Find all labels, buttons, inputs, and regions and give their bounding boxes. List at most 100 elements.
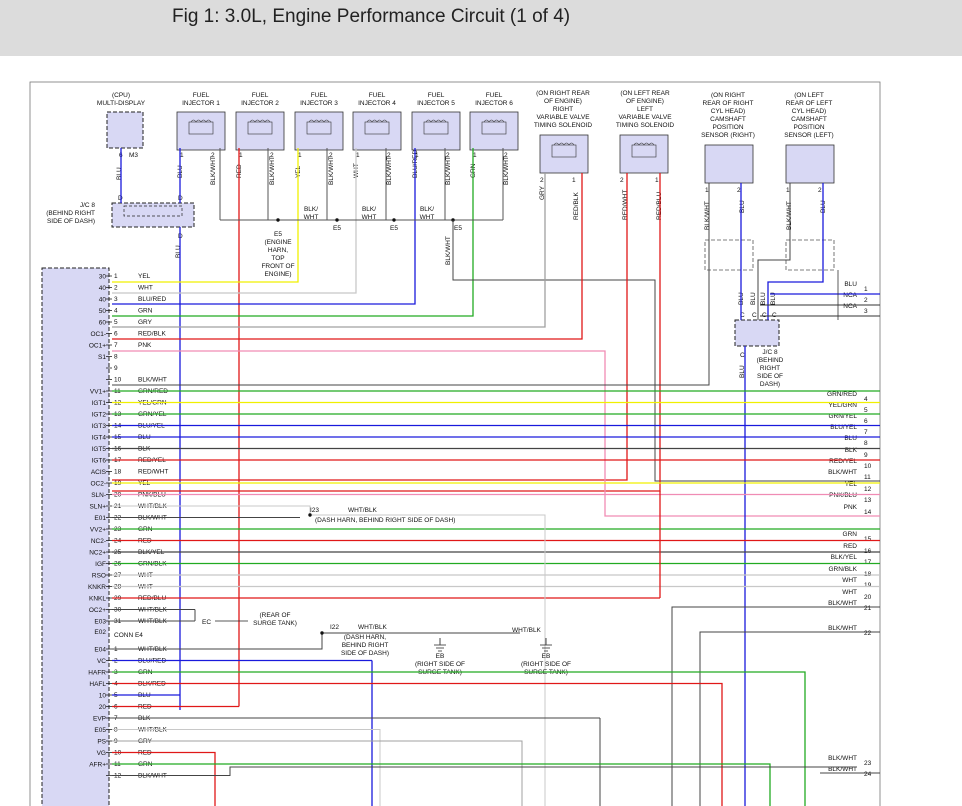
ecm-pin-name: OC2+: [89, 607, 106, 614]
cam-left-label: (ON LEFT: [794, 92, 824, 99]
right-wire-label: YEL: [845, 481, 858, 488]
injector-pin: 1: [239, 152, 243, 159]
injector-label: FUEL: [369, 92, 386, 99]
right-wire-label: RED: [843, 543, 857, 550]
ecm-pin-number: 7: [114, 342, 118, 349]
injector-label: INJECTOR 4: [358, 100, 396, 107]
right-wire-label: GRN/YEL: [828, 413, 857, 420]
right-vvt-label: RIGHT: [553, 106, 573, 113]
inj-common-label: BLK/: [362, 206, 376, 213]
right-row-number: 13: [864, 497, 872, 504]
right-row-number: 12: [864, 486, 872, 493]
eb2-label: EB: [542, 653, 551, 660]
jc8-right-label: (BEHIND: [757, 357, 784, 364]
right-wire-label: GRN/RED: [827, 391, 857, 398]
shield-left: [785, 239, 835, 271]
cam-l-blu-wire: [767, 183, 824, 320]
cpu-label: MULTI-DISPLAY: [97, 100, 146, 107]
right-wire-label: BLU: [844, 281, 857, 288]
i22-desc: SIDE OF DASH): [341, 650, 389, 657]
right-row-number: 7: [864, 429, 868, 436]
fuel-injector-1-winding-icon: [195, 119, 202, 123]
e5-label: HARN,: [268, 247, 288, 254]
cam-right-label: POSITION: [712, 124, 743, 131]
ecm-pin-name: OC1-: [90, 331, 106, 338]
splice-dot: [335, 218, 339, 222]
fuel-injector-5-winding-icon: [425, 119, 432, 123]
left-vvt-label: (ON LEFT REAR: [620, 90, 670, 97]
eb-wire-label: WHT/BLK: [512, 627, 542, 634]
i23-label: I23: [310, 507, 319, 514]
cam-right-label: CYL HEAD): [711, 108, 745, 115]
inj6-grn-wire: [112, 148, 474, 317]
ec-label: EC: [202, 619, 211, 626]
right-wire-label: BLU: [844, 435, 857, 442]
fuel-injector-1-winding-icon: [200, 119, 207, 123]
inj4-wht-wire: [112, 148, 357, 294]
cam-wire-label: BLK/WHT: [704, 201, 711, 230]
ecm-pin-name: IGT3: [92, 423, 107, 430]
ecm-b9-gry: [112, 740, 523, 806]
ecm-pin-name: KNKR: [88, 584, 106, 591]
injector-pin: 1: [356, 152, 360, 159]
right-vvt-solenoid: [539, 134, 589, 174]
fuel-injector-6-winding-icon: [498, 119, 505, 123]
jc-right-wire-label: BLU: [750, 292, 757, 305]
eb1-label: (RIGHT SIDE OF: [415, 661, 465, 668]
ecm-pin-name: NC2-: [91, 538, 106, 545]
inj3-yel-wire: [112, 148, 299, 283]
e5-label: E5: [274, 231, 282, 238]
ecm-pin-name: E05: [94, 727, 106, 734]
fuel-injector-6-winding-icon: [488, 119, 495, 123]
ecm-pin-number: 6: [114, 331, 118, 338]
ecm-pin-name: SLN-: [91, 492, 106, 499]
right-vvt-label: OF ENGINE): [544, 98, 582, 105]
ecm-wire-label: YEL: [138, 273, 151, 280]
fuel-injector-3-winding-icon: [313, 119, 320, 123]
vvt-pin: 1: [655, 177, 659, 184]
cam-left-label: CYL HEAD): [792, 108, 826, 115]
ecm-pin-name: OC1+: [89, 343, 106, 350]
jc-right-wire-label: BLU: [760, 292, 767, 305]
right-row-number: 1: [864, 286, 868, 293]
fuel-injector-5: [411, 111, 461, 151]
injector-label: FUEL: [252, 92, 269, 99]
left-vvt-label: TIMING SOLENOID: [616, 122, 674, 129]
fuel-injector-4-winding-icon: [376, 119, 383, 123]
cpu-pin: M3: [129, 152, 138, 159]
ecm-pin-name: IGT5: [92, 446, 107, 453]
left-vvt-solenoid: [619, 134, 669, 174]
jc-right-wire-label: BLU: [739, 365, 746, 378]
cam-left-label: CAMSHAFT: [791, 116, 827, 123]
jc-right-pin: C: [752, 312, 757, 319]
shield-right: [704, 239, 754, 271]
right-row-number: 22: [864, 630, 872, 637]
ecm-pin-name: VV2+: [90, 527, 106, 534]
ecm-pin-name: S1: [98, 354, 106, 361]
cpu-label: (CPU): [112, 92, 130, 99]
right-wire-label: BLK/WHT: [828, 625, 857, 632]
e5-label: (ENGINE: [264, 239, 292, 246]
jc-wire-label: BLU: [175, 245, 182, 258]
ecm-pin-number: 3: [114, 296, 118, 303]
cam-pin: 2: [818, 187, 822, 194]
jc8-right-label: J/C 8: [762, 349, 778, 356]
right-vvt-label: TIMING SOLENOID: [534, 122, 592, 129]
inj-common-label: BLK/: [304, 206, 318, 213]
ec-desc: (REAR OF: [259, 612, 290, 619]
ecm-pin-number: 18: [114, 469, 122, 476]
fuel-injector-3-winding-icon: [323, 119, 330, 123]
injector-label: INJECTOR 6: [475, 100, 513, 107]
right-vvt-solenoid-winding-icon: [563, 142, 570, 146]
left-vvt-solenoid-winding-icon: [643, 142, 650, 146]
vvt-pin: 2: [620, 177, 624, 184]
jc8-right-connector: [734, 319, 780, 347]
ecm-wire-label: WHT: [138, 285, 153, 292]
injector-pin: 2: [329, 152, 333, 159]
cam-pin: 1: [786, 187, 790, 194]
cpu-multi-display: [106, 111, 144, 149]
e5-label: ENGINE): [264, 271, 291, 278]
right-wire-label: BLU/YEL: [830, 424, 857, 431]
i23-desc: (DASH HARN, BEHIND RIGHT SIDE OF DASH): [315, 517, 455, 524]
ecm-pin-number: 2: [114, 285, 118, 292]
